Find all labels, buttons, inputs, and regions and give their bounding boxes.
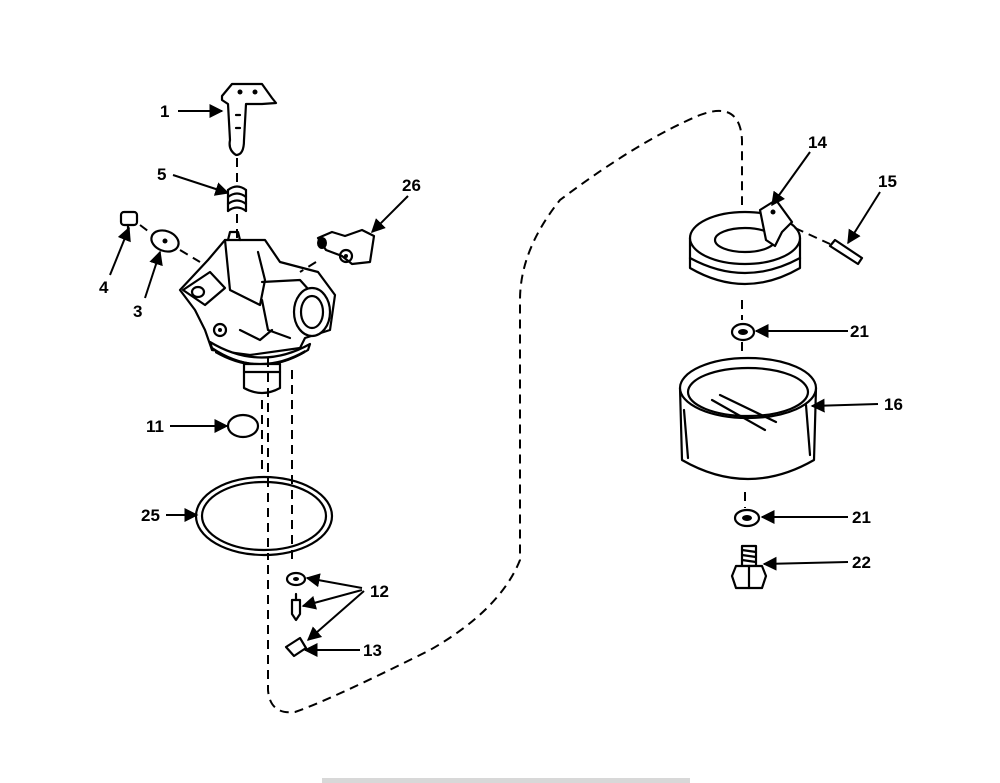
- assembly-path-dashed: [267, 110, 743, 714]
- part-22-bolt: [730, 544, 768, 590]
- part-4-screw: [119, 210, 139, 234]
- callout-3: 3: [133, 302, 142, 321]
- callout-12: 12: [370, 582, 389, 601]
- callout-11: 11: [146, 417, 164, 436]
- part-15-pin: [828, 238, 864, 266]
- callout-14: 14: [808, 133, 827, 152]
- part-5-spring: [226, 185, 248, 213]
- callout-26: 26: [402, 176, 421, 195]
- callout-1: 1: [160, 102, 169, 121]
- part-13-clip: [284, 636, 308, 658]
- carburetor-body: [178, 230, 337, 395]
- footer-cropped-strip: [322, 778, 690, 783]
- part-25-gasket: [194, 475, 334, 557]
- callout-13: 13: [363, 641, 382, 660]
- callout-4: 4: [99, 278, 109, 297]
- callout-16: 16: [884, 395, 903, 414]
- callout-22: 22: [852, 553, 871, 572]
- callout-25: 25: [141, 506, 160, 525]
- part-26-fitting: [316, 228, 376, 266]
- callout-21-lower: 21: [852, 508, 871, 527]
- part-21-washer-upper: [730, 322, 756, 342]
- part-11-plug: [226, 413, 260, 439]
- part-21-washer-lower: [733, 508, 761, 528]
- part-12-washer-needle: [285, 571, 307, 622]
- part-14-float: [688, 198, 802, 286]
- part-16-float-bowl: [678, 356, 818, 480]
- part-1-throttle-lever: [220, 82, 278, 157]
- callout-21-upper: 21: [850, 322, 869, 341]
- callout-5: 5: [157, 165, 166, 184]
- callout-15: 15: [878, 172, 897, 191]
